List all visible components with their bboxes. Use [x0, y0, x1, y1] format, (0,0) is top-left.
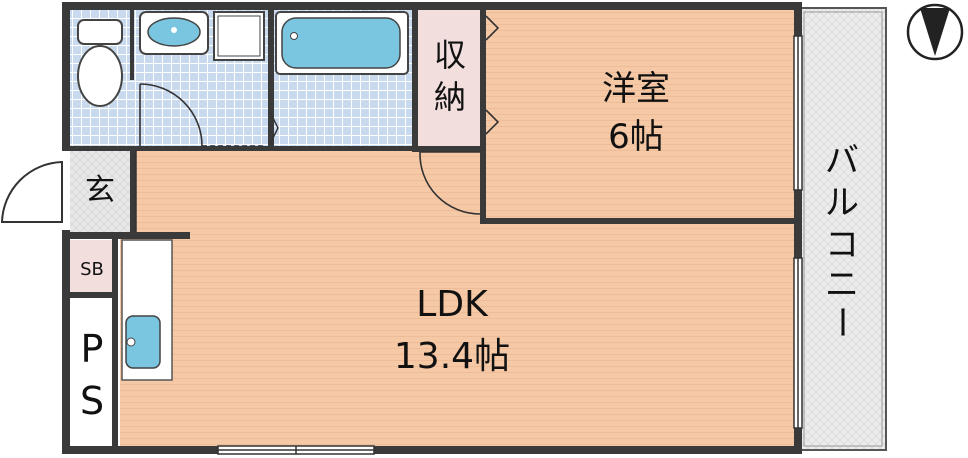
- windows: [217, 35, 803, 455]
- toilet-icon: [77, 19, 123, 107]
- storage-doors: [485, 15, 500, 135]
- pipe-space-label-1: P: [81, 327, 104, 371]
- north-arrow-icon: [906, 3, 964, 61]
- shoebox-area: [70, 240, 114, 292]
- balcony-char-3: コ: [825, 225, 859, 265]
- balcony-char-1: バ: [825, 141, 859, 181]
- washbasin-icon: [139, 11, 209, 55]
- toilet-door: [139, 83, 203, 147]
- entrance-floor: [70, 150, 132, 232]
- balcony-char-5: ー: [821, 305, 861, 339]
- bath-door: [202, 111, 279, 147]
- shoebox-label: SB: [80, 259, 104, 280]
- ldk-size: 13.4帖: [394, 336, 510, 377]
- western-room-floor: [486, 8, 798, 220]
- walls: [62, 2, 802, 454]
- pipe-space-label-2: S: [80, 379, 104, 423]
- balcony-char-2: ル: [825, 183, 859, 223]
- storage-closet: [418, 8, 482, 146]
- storage-label-2: 納: [434, 78, 466, 116]
- balcony-label: バ ル コ ニ ー: [821, 141, 861, 339]
- balcony: [799, 7, 887, 451]
- western-room-name: 洋室: [602, 69, 670, 109]
- western-room-size: 6帖: [608, 117, 664, 157]
- ldk-name: LDK: [416, 284, 489, 325]
- entrance-label: 玄: [85, 173, 115, 208]
- bathtub-icon: [275, 11, 409, 75]
- kitchen-counter: [121, 239, 173, 381]
- storage-label-1: 収: [434, 36, 466, 74]
- pipe-space-area: [70, 300, 114, 446]
- balcony-char-4: ニ: [825, 265, 859, 305]
- closet-door: [419, 151, 481, 215]
- washing-machine-space: [213, 11, 265, 61]
- entrance-door: [0, 160, 63, 223]
